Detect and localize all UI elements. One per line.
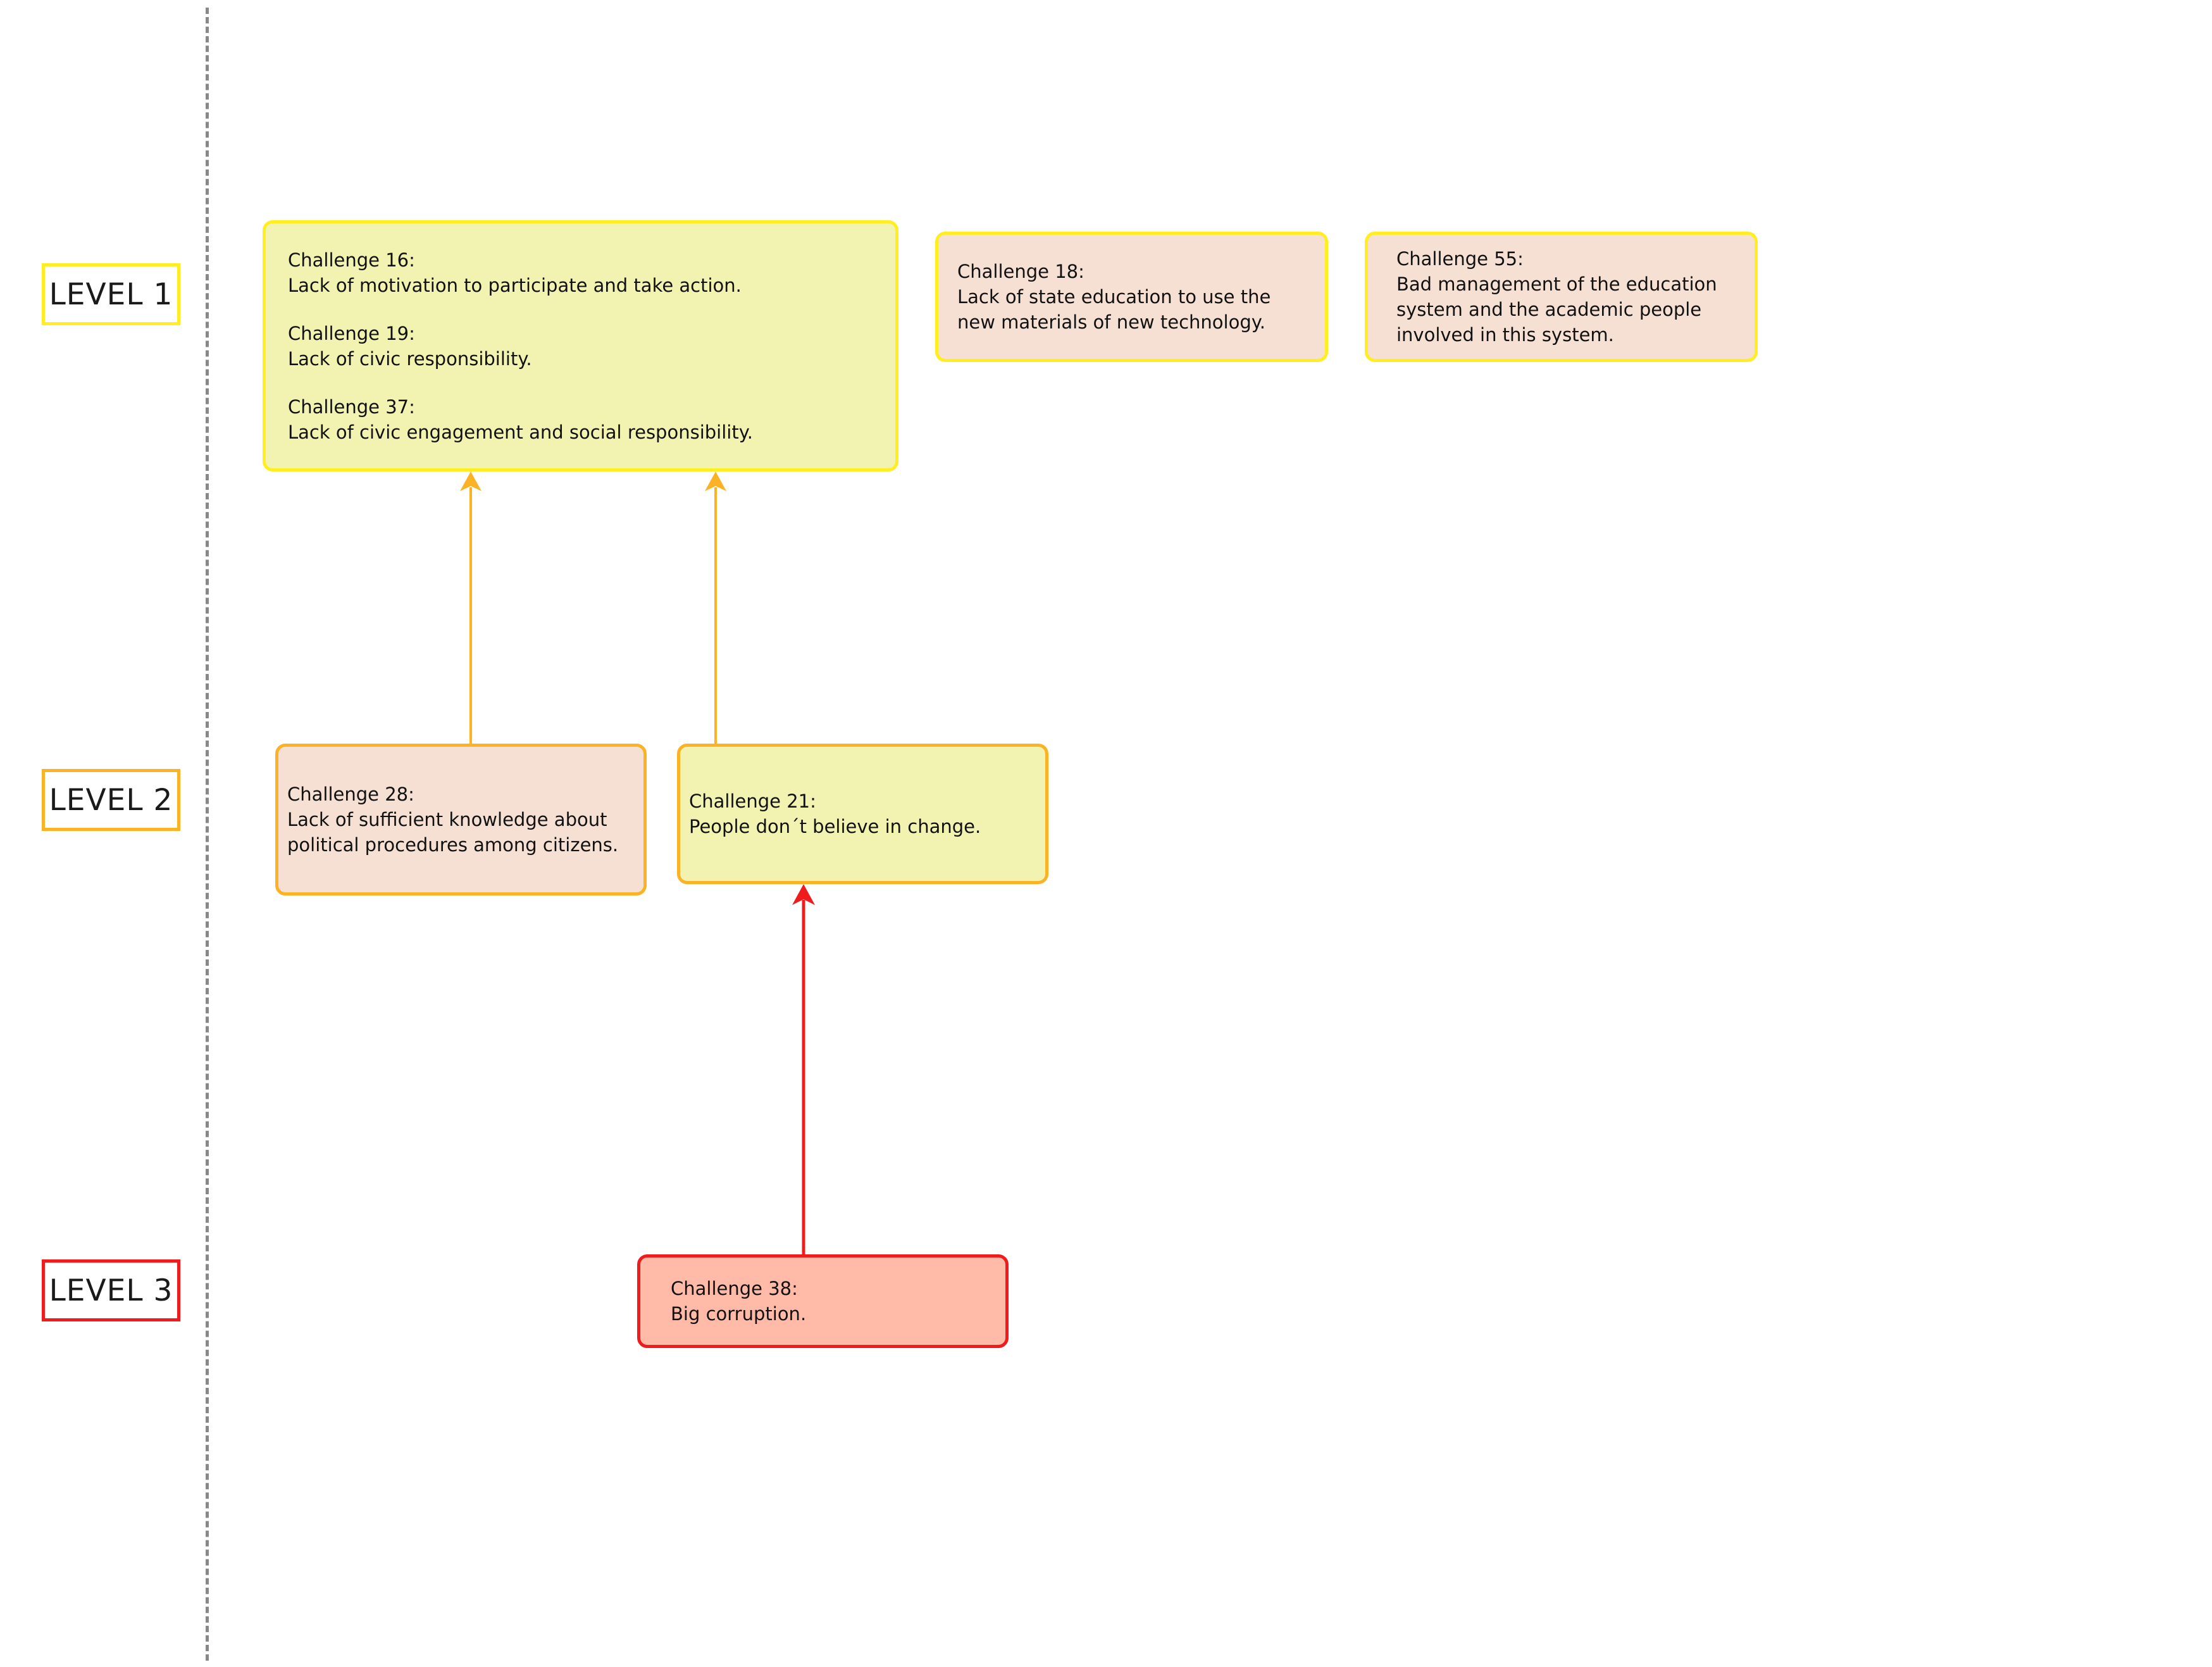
challenge-19-text: Lack of civic responsibility.	[288, 347, 532, 370]
arrow-38-to-21-head	[792, 884, 815, 905]
challenge-55-title: Challenge 55:	[1396, 248, 1524, 270]
challenge-19-entry: Challenge 19: Lack of civic responsibili…	[288, 321, 880, 371]
challenge-55-box: Challenge 55: Bad management of the educ…	[1365, 232, 1758, 362]
challenge-18-line: new materials of new technology.	[957, 311, 1265, 333]
level-3-label: LEVEL 3	[42, 1259, 180, 1321]
challenge-38-line: Big corruption.	[671, 1303, 807, 1325]
challenge-18-line: Lack of state education to use the	[957, 286, 1271, 308]
arrow-28-to-16-head	[460, 471, 482, 491]
challenge-38-title: Challenge 38:	[671, 1278, 798, 1299]
challenge-37-text: Lack of civic engagement and social resp…	[288, 421, 753, 443]
challenge-18-title: Challenge 18:	[957, 261, 1084, 282]
level-divider-line	[206, 8, 209, 1661]
challenge-16-title: Challenge 16:	[288, 249, 415, 271]
challenge-55-line: system and the academic people	[1396, 299, 1702, 320]
challenge-21-line: People don´t believe in change.	[689, 816, 981, 837]
challenge-28-title: Challenge 28:	[287, 784, 414, 805]
challenge-16-19-37-box: Challenge 16: Lack of motivation to part…	[263, 220, 898, 471]
arrow-21-to-16-head	[705, 471, 726, 491]
challenge-28-line: political procedures among citizens.	[287, 834, 619, 856]
challenge-19-title: Challenge 19:	[288, 322, 415, 344]
challenge-28-line: Lack of sufficient knowledge about	[287, 809, 607, 830]
challenge-37-entry: Challenge 37: Lack of civic engagement a…	[288, 394, 880, 445]
challenge-37-title: Challenge 37:	[288, 396, 415, 418]
level-2-label: LEVEL 2	[42, 769, 180, 831]
challenge-38-box: Challenge 38: Big corruption.	[637, 1254, 1009, 1348]
challenge-16-text: Lack of motivation to participate and ta…	[288, 274, 742, 296]
challenge-21-title: Challenge 21:	[689, 790, 816, 812]
challenge-18-box: Challenge 18: Lack of state education to…	[935, 232, 1328, 362]
level-1-label: LEVEL 1	[42, 263, 180, 325]
challenge-55-line: involved in this system.	[1396, 324, 1614, 346]
challenge-28-box: Challenge 28: Lack of sufficient knowled…	[275, 744, 647, 896]
challenge-55-line: Bad management of the education	[1396, 273, 1717, 295]
challenge-16-entry: Challenge 16: Lack of motivation to part…	[288, 247, 880, 298]
challenge-21-box: Challenge 21: People don´t believe in ch…	[677, 744, 1048, 884]
